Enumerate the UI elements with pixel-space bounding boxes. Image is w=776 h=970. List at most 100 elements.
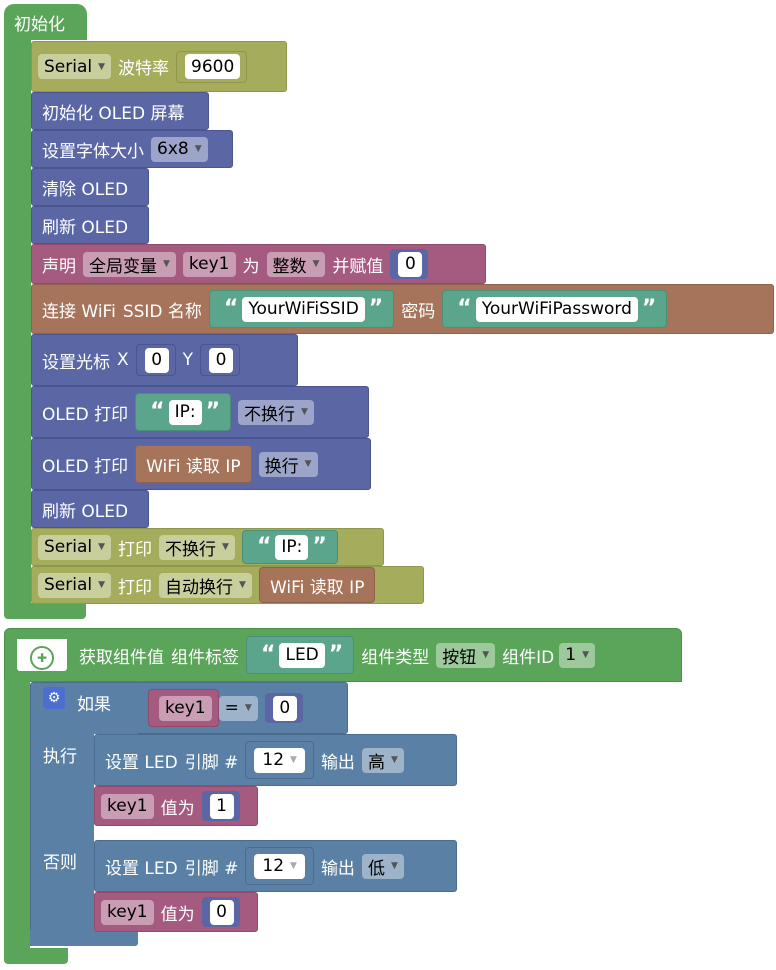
- ssid-input[interactable]: YourWiFiSSID: [242, 296, 365, 322]
- setup-block-foot: [4, 603, 86, 619]
- ssid-text-block[interactable]: “YourWiFiSSID”: [208, 290, 395, 328]
- set-var-1-block[interactable]: key1 值为 1: [94, 786, 258, 826]
- oled-newline-dropdown-2[interactable]: 换行▼: [258, 451, 318, 477]
- if-foot: [30, 930, 138, 946]
- if-spine: [30, 733, 94, 946]
- ssid-label: SSID 名称: [122, 301, 202, 322]
- y-label: Y: [182, 350, 194, 370]
- set-font-block[interactable]: 设置字体大小 6x8▼: [31, 130, 233, 168]
- clear-oled-label: 清除 OLED: [42, 179, 129, 200]
- widget-tag-text-block[interactable]: “LED”: [246, 636, 355, 674]
- password-input[interactable]: YourWiFiPassword: [475, 296, 638, 322]
- refresh-oled-label: 刷新 OLED: [42, 217, 129, 238]
- serial-wifi-read-ip-block[interactable]: WiFi 读取 IP: [258, 567, 376, 603]
- refresh-oled-block-2[interactable]: 刷新 OLED: [31, 490, 149, 528]
- var-name-input[interactable]: key1: [182, 251, 236, 277]
- ip-text-input[interactable]: IP:: [168, 399, 202, 425]
- refresh-oled-label-2: 刷新 OLED: [42, 501, 129, 522]
- widget-id-dropdown[interactable]: 1▼: [559, 642, 596, 668]
- if-label: 如果: [77, 695, 111, 715]
- gear-icon[interactable]: ⚙: [43, 687, 65, 709]
- set-var-value-slot: 1: [201, 791, 240, 821]
- else-label: 否则: [43, 853, 77, 873]
- widget-block-body: [4, 680, 30, 955]
- oled-print-ip-block[interactable]: OLED 打印 WiFi 读取 IP 换行▼: [31, 438, 371, 490]
- refresh-oled-block[interactable]: 刷新 OLED: [31, 206, 149, 244]
- wifi-connect-block[interactable]: 连接 WiFi SSID 名称 “YourWiFiSSID” 密码 “YourW…: [31, 284, 774, 334]
- set-cursor-block[interactable]: 设置光标 X 0 Y 0: [31, 334, 298, 386]
- oled-init-block[interactable]: 初始化 OLED 屏幕: [31, 92, 209, 130]
- set-var-label-2: 值为: [160, 904, 195, 925]
- serial-print-text-block[interactable]: Serial▼ 打印 不换行▼ “IP:”: [31, 528, 384, 566]
- baud-slot: 9600: [176, 50, 248, 83]
- x-label: X: [117, 350, 129, 370]
- set-led-label: 设置 LED: [105, 752, 178, 773]
- serial-print-label: 打印: [118, 539, 153, 560]
- get-widget-value-block[interactable]: ✚ 获取组件值 组件标签 “LED” 组件类型 按钮▼ 组件ID 1▼: [4, 628, 682, 682]
- x-input[interactable]: 0: [144, 347, 169, 373]
- baud-label: 波特率: [118, 59, 170, 79]
- widget-icon: ✚: [17, 639, 67, 671]
- widget-id-label: 组件ID: [502, 647, 555, 668]
- widget-tag-input[interactable]: LED: [279, 642, 325, 668]
- set-cursor-label: 设置光标: [42, 352, 110, 373]
- widget-type-label: 组件类型: [361, 647, 430, 668]
- pin-dropdown[interactable]: 12▼: [254, 747, 305, 773]
- setup-block[interactable]: [4, 4, 87, 40]
- serial-baud-block[interactable]: Serial▼ 波特率 9600: [31, 41, 287, 92]
- output-label: 输出: [320, 752, 355, 773]
- widget-block-foot: [4, 948, 68, 964]
- scope-dropdown[interactable]: 全局变量▼: [83, 251, 176, 277]
- if-condition-strip: key1 =▼ 0: [138, 682, 348, 734]
- serial-port-dropdown[interactable]: Serial▼: [38, 54, 112, 79]
- assign-label: 并赋值: [332, 256, 384, 277]
- pin-dropdown-2[interactable]: 12▼: [254, 853, 305, 879]
- clear-oled-block[interactable]: 清除 OLED: [31, 168, 149, 206]
- oled-print-text-block[interactable]: OLED 打印 “IP:” 不换行▼: [31, 386, 369, 438]
- password-text-block[interactable]: “YourWiFiPassword”: [442, 290, 668, 328]
- widget-label: 获取组件值: [79, 647, 164, 668]
- serial-newline-dropdown[interactable]: 不换行▼: [159, 534, 235, 560]
- font-size-dropdown[interactable]: 6x8▼: [151, 136, 208, 162]
- oled-newline-dropdown[interactable]: 不换行▼: [238, 399, 314, 425]
- declare-var-block[interactable]: 声明 全局变量▼ key1 为 整数▼ 并赋值 0: [31, 244, 486, 284]
- set-var-name-2[interactable]: key1: [101, 899, 154, 925]
- set-led-high-block[interactable]: 设置 LED 引脚 # 12▼ 输出 高▼: [94, 734, 457, 786]
- password-label: 密码: [401, 301, 436, 322]
- set-var-value-input-2[interactable]: 0: [209, 899, 234, 925]
- declare-label: 声明: [42, 256, 76, 277]
- widget-type-dropdown[interactable]: 按钮▼: [436, 642, 496, 668]
- oled-print-label: OLED 打印: [42, 404, 129, 425]
- serial-port-dropdown-3[interactable]: Serial▼: [38, 572, 112, 598]
- compare-value-slot: 0: [264, 693, 303, 723]
- serial-ip-text-block[interactable]: “IP:”: [241, 530, 338, 564]
- set-var-value-input[interactable]: 1: [209, 793, 234, 819]
- serial-port-dropdown-2[interactable]: Serial▼: [38, 534, 112, 560]
- baud-input[interactable]: 9600: [185, 54, 241, 79]
- ip-text-block[interactable]: “IP:”: [135, 393, 232, 431]
- set-var-name[interactable]: key1: [101, 793, 154, 819]
- level-dropdown[interactable]: 高▼: [361, 747, 404, 773]
- set-var-value-slot-2: 0: [201, 897, 240, 927]
- y-input[interactable]: 0: [209, 347, 234, 373]
- compare-value-input[interactable]: 0: [272, 695, 297, 721]
- oled-print-label-2: OLED 打印: [42, 456, 129, 477]
- type-dropdown[interactable]: 整数▼: [266, 251, 326, 277]
- set-led-low-block[interactable]: 设置 LED 引脚 # 12▼ 输出 低▼: [94, 840, 457, 892]
- setup-title: 初始化: [14, 15, 65, 35]
- pin-label-2: 引脚 #: [184, 858, 239, 879]
- compare-var[interactable]: key1: [159, 695, 212, 721]
- compare-block[interactable]: key1: [148, 689, 219, 727]
- as-label: 为: [242, 256, 260, 277]
- set-var-0-block[interactable]: key1 值为 0: [94, 892, 258, 932]
- wifi-read-ip-block[interactable]: WiFi 读取 IP: [135, 445, 252, 483]
- serial-print-ip-block[interactable]: Serial▼ 打印 自动换行▼ WiFi 读取 IP: [31, 566, 424, 604]
- level-dropdown-2[interactable]: 低▼: [361, 853, 404, 879]
- output-label-2: 输出: [320, 858, 355, 879]
- init-value-input[interactable]: 0: [398, 251, 423, 277]
- serial-newline-dropdown-2[interactable]: 自动换行▼: [159, 572, 252, 598]
- compare-op-dropdown[interactable]: =▼: [218, 695, 258, 721]
- wifi-label: 连接 WiFi: [42, 301, 116, 322]
- init-value-slot: 0: [390, 249, 429, 279]
- serial-ip-text-input[interactable]: IP:: [275, 534, 309, 560]
